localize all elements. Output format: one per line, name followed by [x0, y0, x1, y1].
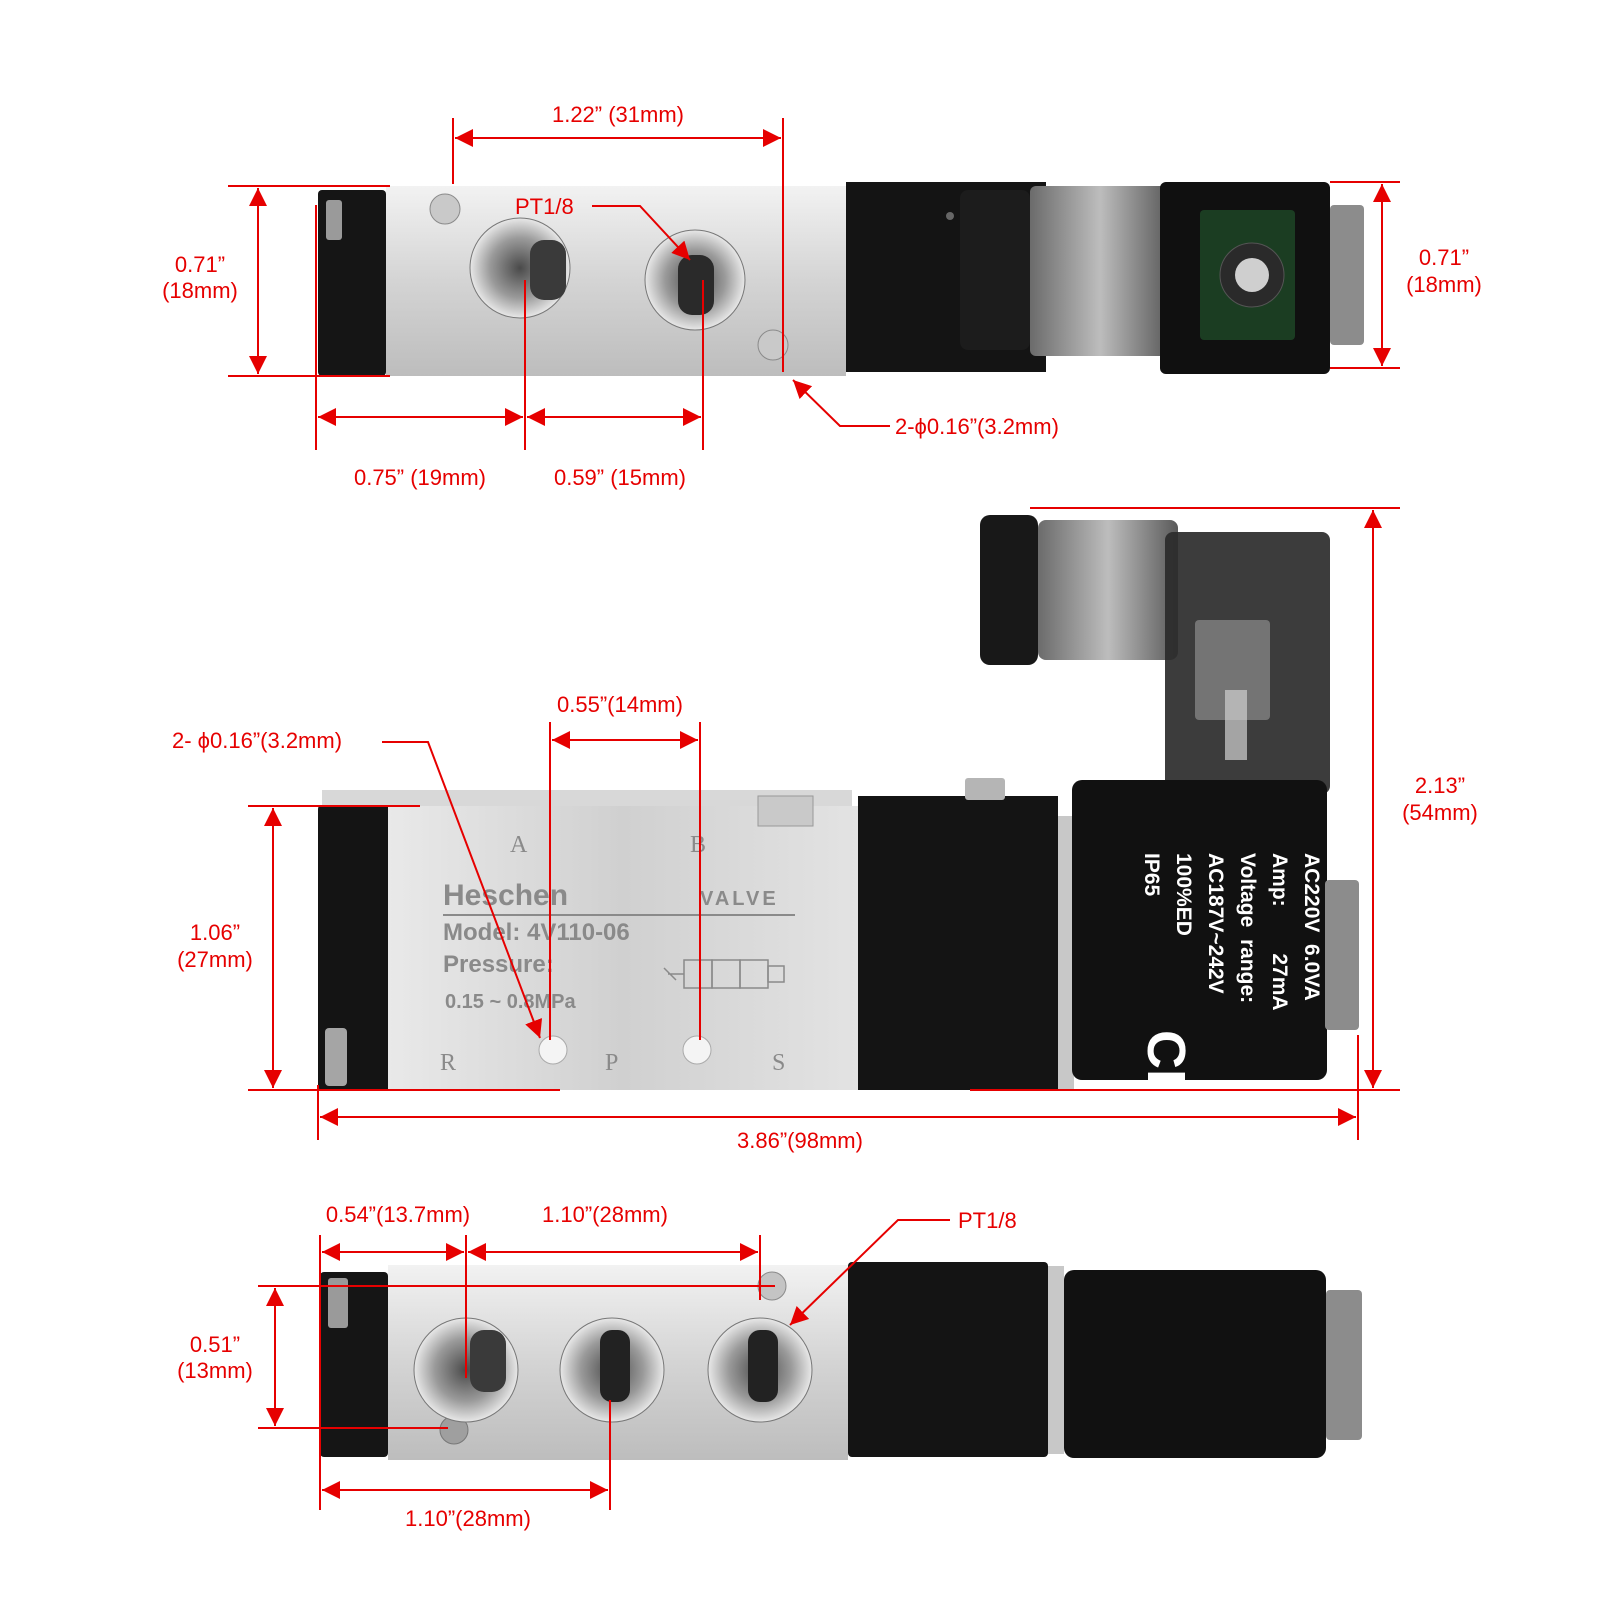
side-screw	[325, 1028, 347, 1086]
top-bottom-dim-1: 0.75” (19mm)	[354, 465, 486, 490]
top-mount-hole-2	[757, 329, 789, 361]
side-solenoid-body	[858, 796, 1058, 1090]
side-height-left-2: (27mm)	[177, 947, 253, 972]
side-connector-clear	[1038, 520, 1178, 660]
top-mount-hole-1	[429, 193, 461, 225]
side-port-s: S	[772, 1050, 785, 1076]
coil-label: AC220V 6.0VA Amp: 27mA Voltage range: AC…	[1140, 853, 1323, 1011]
top-height-left-1: 0.71”	[175, 252, 225, 277]
side-height-left-1: 1.06”	[190, 920, 240, 945]
bottom-coil-plate	[1048, 1266, 1064, 1454]
top-height-right-2: (18mm)	[1406, 272, 1482, 297]
side-model: Model: 4V110-06	[443, 919, 630, 946]
side-aluminum-body	[388, 806, 858, 1090]
side-mount-hole-2	[682, 1035, 712, 1065]
top-port-1-slot	[530, 240, 566, 300]
bottom-height-1: 0.51”	[190, 1332, 240, 1357]
side-view: A B Heschen VALVE Model: 4V110-06 Pressu…	[172, 507, 1478, 1153]
coil-line-1: AC220V 6.0VA	[1300, 853, 1323, 1001]
side-armature-nut	[1325, 880, 1359, 1030]
top-view: 1.22” (31mm) 0.71” (18mm) 0.71” (18mm) P…	[162, 102, 1482, 490]
coil-line-2: Amp: 27mA	[1268, 853, 1291, 1011]
side-port-b: B	[690, 832, 706, 858]
top-screw	[326, 200, 342, 240]
side-pressure: Pressure:	[443, 951, 554, 978]
side-coil	[1072, 780, 1327, 1080]
top-height-left-2: (18mm)	[162, 278, 238, 303]
bottom-length-label: 1.10”(28mm)	[405, 1506, 531, 1531]
side-mount-hole-1	[538, 1035, 568, 1065]
bottom-dim-1-label: 0.54”(13.7mm)	[326, 1202, 470, 1227]
side-port-a: A	[510, 832, 528, 858]
side-valve: VALVE	[700, 888, 779, 910]
side-port-r: R	[440, 1050, 456, 1076]
ce-mark-icon: CE	[1136, 1030, 1196, 1105]
bottom-port-label: PT1/8	[958, 1208, 1017, 1233]
side-port-p: P	[605, 1050, 618, 1076]
top-connector-nut	[960, 190, 1030, 350]
side-hole-label: 2- ϕ0.16”(3.2mm)	[172, 728, 342, 753]
valve-symbol-icon	[663, 959, 785, 989]
side-connector-nut	[980, 515, 1038, 665]
top-height-right-1: 0.71”	[1419, 245, 1469, 270]
top-width-label: 1.22” (31mm)	[552, 102, 684, 127]
top-hole-label: 2-ϕ0.16”(3.2mm)	[895, 414, 1059, 439]
bottom-solenoid-body	[848, 1262, 1048, 1457]
side-pressure-range: 0.15 ~ 0.8MPa	[445, 991, 577, 1013]
bottom-dim-2-label: 1.10”(28mm)	[542, 1202, 668, 1227]
bottom-screw	[328, 1278, 348, 1328]
side-pitch-label: 0.55”(14mm)	[557, 692, 683, 717]
top-bottom-dim-2: 0.59” (15mm)	[554, 465, 686, 490]
side-end-cap	[318, 805, 390, 1090]
coil-line-4: AC187V~242V	[1204, 853, 1227, 994]
coil-line-5: 100%ED	[1172, 853, 1195, 936]
coil-line-3: Voltage range:	[1236, 853, 1259, 1003]
top-port-label: PT1/8	[515, 194, 574, 219]
side-top-rail	[322, 790, 852, 808]
top-port-2-slot	[678, 255, 714, 315]
top-connector-clear	[1030, 186, 1170, 356]
bottom-height-2: (13mm)	[177, 1358, 253, 1383]
bottom-view: 0.54”(13.7mm) 1.10”(28mm) PT1/8 0.51” (1…	[177, 1202, 1362, 1531]
coil-line-6: IP65	[1140, 853, 1163, 897]
side-height-right-2: (54mm)	[1402, 800, 1478, 825]
side-coil-plate	[1058, 816, 1074, 1090]
side-overall-length: 3.86”(98mm)	[737, 1128, 863, 1153]
top-armature-nut	[1330, 205, 1364, 345]
bottom-armature-nut	[1326, 1290, 1362, 1440]
bottom-coil	[1064, 1270, 1326, 1458]
side-brand: Heschen	[443, 879, 568, 912]
side-height-right-1: 2.13”	[1415, 773, 1465, 798]
